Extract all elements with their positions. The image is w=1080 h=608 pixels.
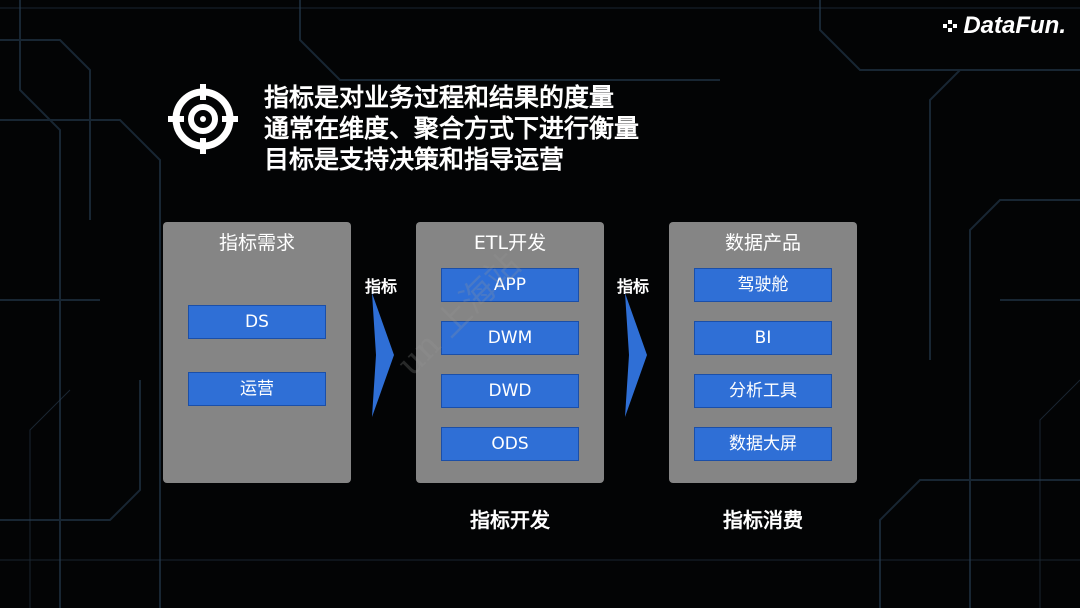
box-ds[interactable]: DS [188, 305, 326, 339]
caption-metric-consumption: 指标消费 [723, 508, 803, 532]
box-analysis-tools[interactable]: 分析工具 [694, 374, 832, 408]
box-cockpit[interactable]: 驾驶舱 [694, 268, 832, 302]
headline-line: 通常在维度、聚合方式下进行衡量 [264, 114, 640, 143]
datafun-logo: DataFun. [943, 12, 1066, 40]
headline-list: 指标是对业务过程和结果的度量 通常在维度、聚合方式下进行衡量 目标是支持决策和指… [264, 82, 639, 175]
panel-data-products: 数据产品 驾驶舱 BI 分析工具 数据大屏 [669, 222, 857, 483]
logo-text: DataFun. [963, 12, 1066, 39]
box-data-screen[interactable]: 数据大屏 [694, 427, 832, 461]
box-dwd[interactable]: DWD [441, 374, 579, 408]
headline-line: 指标是对业务过程和结果的度量 [264, 83, 615, 112]
target-icon [168, 84, 238, 154]
box-bi[interactable]: BI [694, 321, 832, 355]
box-ods[interactable]: ODS [441, 427, 579, 461]
datafun-logo-mark-icon [943, 20, 958, 32]
box-app[interactable]: APP [441, 268, 579, 302]
panel-metric-requirements: 指标需求 DS 运营 [163, 222, 351, 483]
box-dwm[interactable]: DWM [441, 321, 579, 355]
panel-title: 指标需求 [218, 232, 295, 254]
flow-arrow-icon [625, 293, 647, 417]
arrow-label: 指标 [617, 277, 650, 296]
caption-metric-development: 指标开发 [470, 508, 550, 532]
headline-line: 目标是支持决策和指导运营 [264, 145, 565, 174]
panel-etl-development: ETL开发 APP DWM DWD ODS [416, 222, 604, 483]
flow-arrow-icon [372, 293, 394, 417]
panel-title: 数据产品 [724, 232, 801, 254]
box-operations[interactable]: 运营 [188, 372, 326, 406]
panel-title: ETL开发 [473, 232, 547, 254]
arrow-label: 指标 [365, 277, 398, 296]
